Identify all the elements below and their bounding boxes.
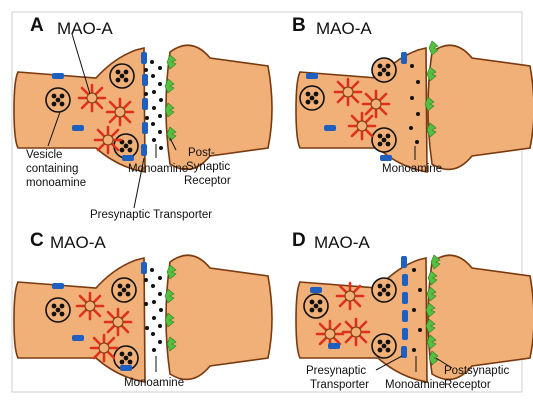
panel-b-vesicle — [300, 86, 324, 110]
panel-d-mao-label: MAO-A — [314, 233, 370, 252]
panel-a-transporter-label: Presynaptic Transporter — [90, 209, 212, 221]
panel-d-enzyme — [343, 319, 369, 345]
panel-b-enzyme — [349, 113, 375, 139]
panel-a-vesicle — [110, 64, 134, 88]
panel-a-receptor-label-line3: Receptor — [184, 175, 231, 187]
panel-c-vesicle — [112, 278, 136, 302]
panel-c-enzyme — [91, 335, 117, 361]
panel-c-mao-label: MAO-A — [50, 233, 106, 252]
panel-a-letter: A — [30, 15, 44, 36]
panel-a-mao-label: MAO-A — [57, 19, 113, 38]
panel-a-vesicle-label-line3: monoamine — [26, 177, 86, 189]
panel-d-transporter-label-line2: Transporter — [310, 379, 369, 391]
panel-b-vesicle — [372, 128, 396, 152]
panel-b-vesicle — [372, 58, 396, 82]
panel-a-receptor-label-line1: Post- — [188, 147, 215, 159]
panel-d-monoamine-label: Monoamine — [385, 379, 445, 391]
panel-b-enzyme — [335, 79, 361, 105]
panel-c-enzyme — [105, 309, 131, 335]
panel-d-vesicle — [372, 334, 396, 358]
panel-b-enzyme — [363, 91, 389, 117]
panel-a-enzyme — [107, 99, 133, 125]
panel-d-vesicle — [372, 278, 396, 302]
panel-d-receptor-label-line1: Postsynaptic — [444, 365, 509, 377]
panel-b-mao-label: MAO-A — [316, 19, 372, 38]
panel-a-vesicle — [46, 88, 70, 112]
panel-d-transporter-label-line1: Presynaptic — [306, 365, 366, 377]
panel-b-monoamine-label: Monoamine — [382, 163, 442, 175]
panel-c-enzyme — [77, 293, 103, 319]
panel-a-vesicle-label-line1: Vesicle — [26, 149, 62, 161]
panel-a-vesicle-label-line2: containing — [26, 163, 78, 175]
panel-d-receptor-label-line2: Receptor — [444, 379, 491, 391]
panel-c-vesicle — [46, 298, 70, 322]
panel-b-letter: B — [292, 15, 306, 36]
panel-a-enzyme — [79, 85, 105, 111]
panel-c-letter: C — [30, 230, 44, 251]
panel-a-enzyme — [95, 127, 121, 153]
panel-d-enzyme — [337, 283, 363, 309]
panel-d-vesicle — [304, 294, 328, 318]
panel-d-letter: D — [292, 230, 306, 251]
panel-a-monoamine-label: Monoamine — [128, 163, 188, 175]
panel-a-receptor-label-line2: Synaptic — [186, 161, 230, 173]
panel-a-vesicle — [114, 134, 138, 158]
panel-c-monoamine-label: Monoamine — [124, 377, 184, 389]
